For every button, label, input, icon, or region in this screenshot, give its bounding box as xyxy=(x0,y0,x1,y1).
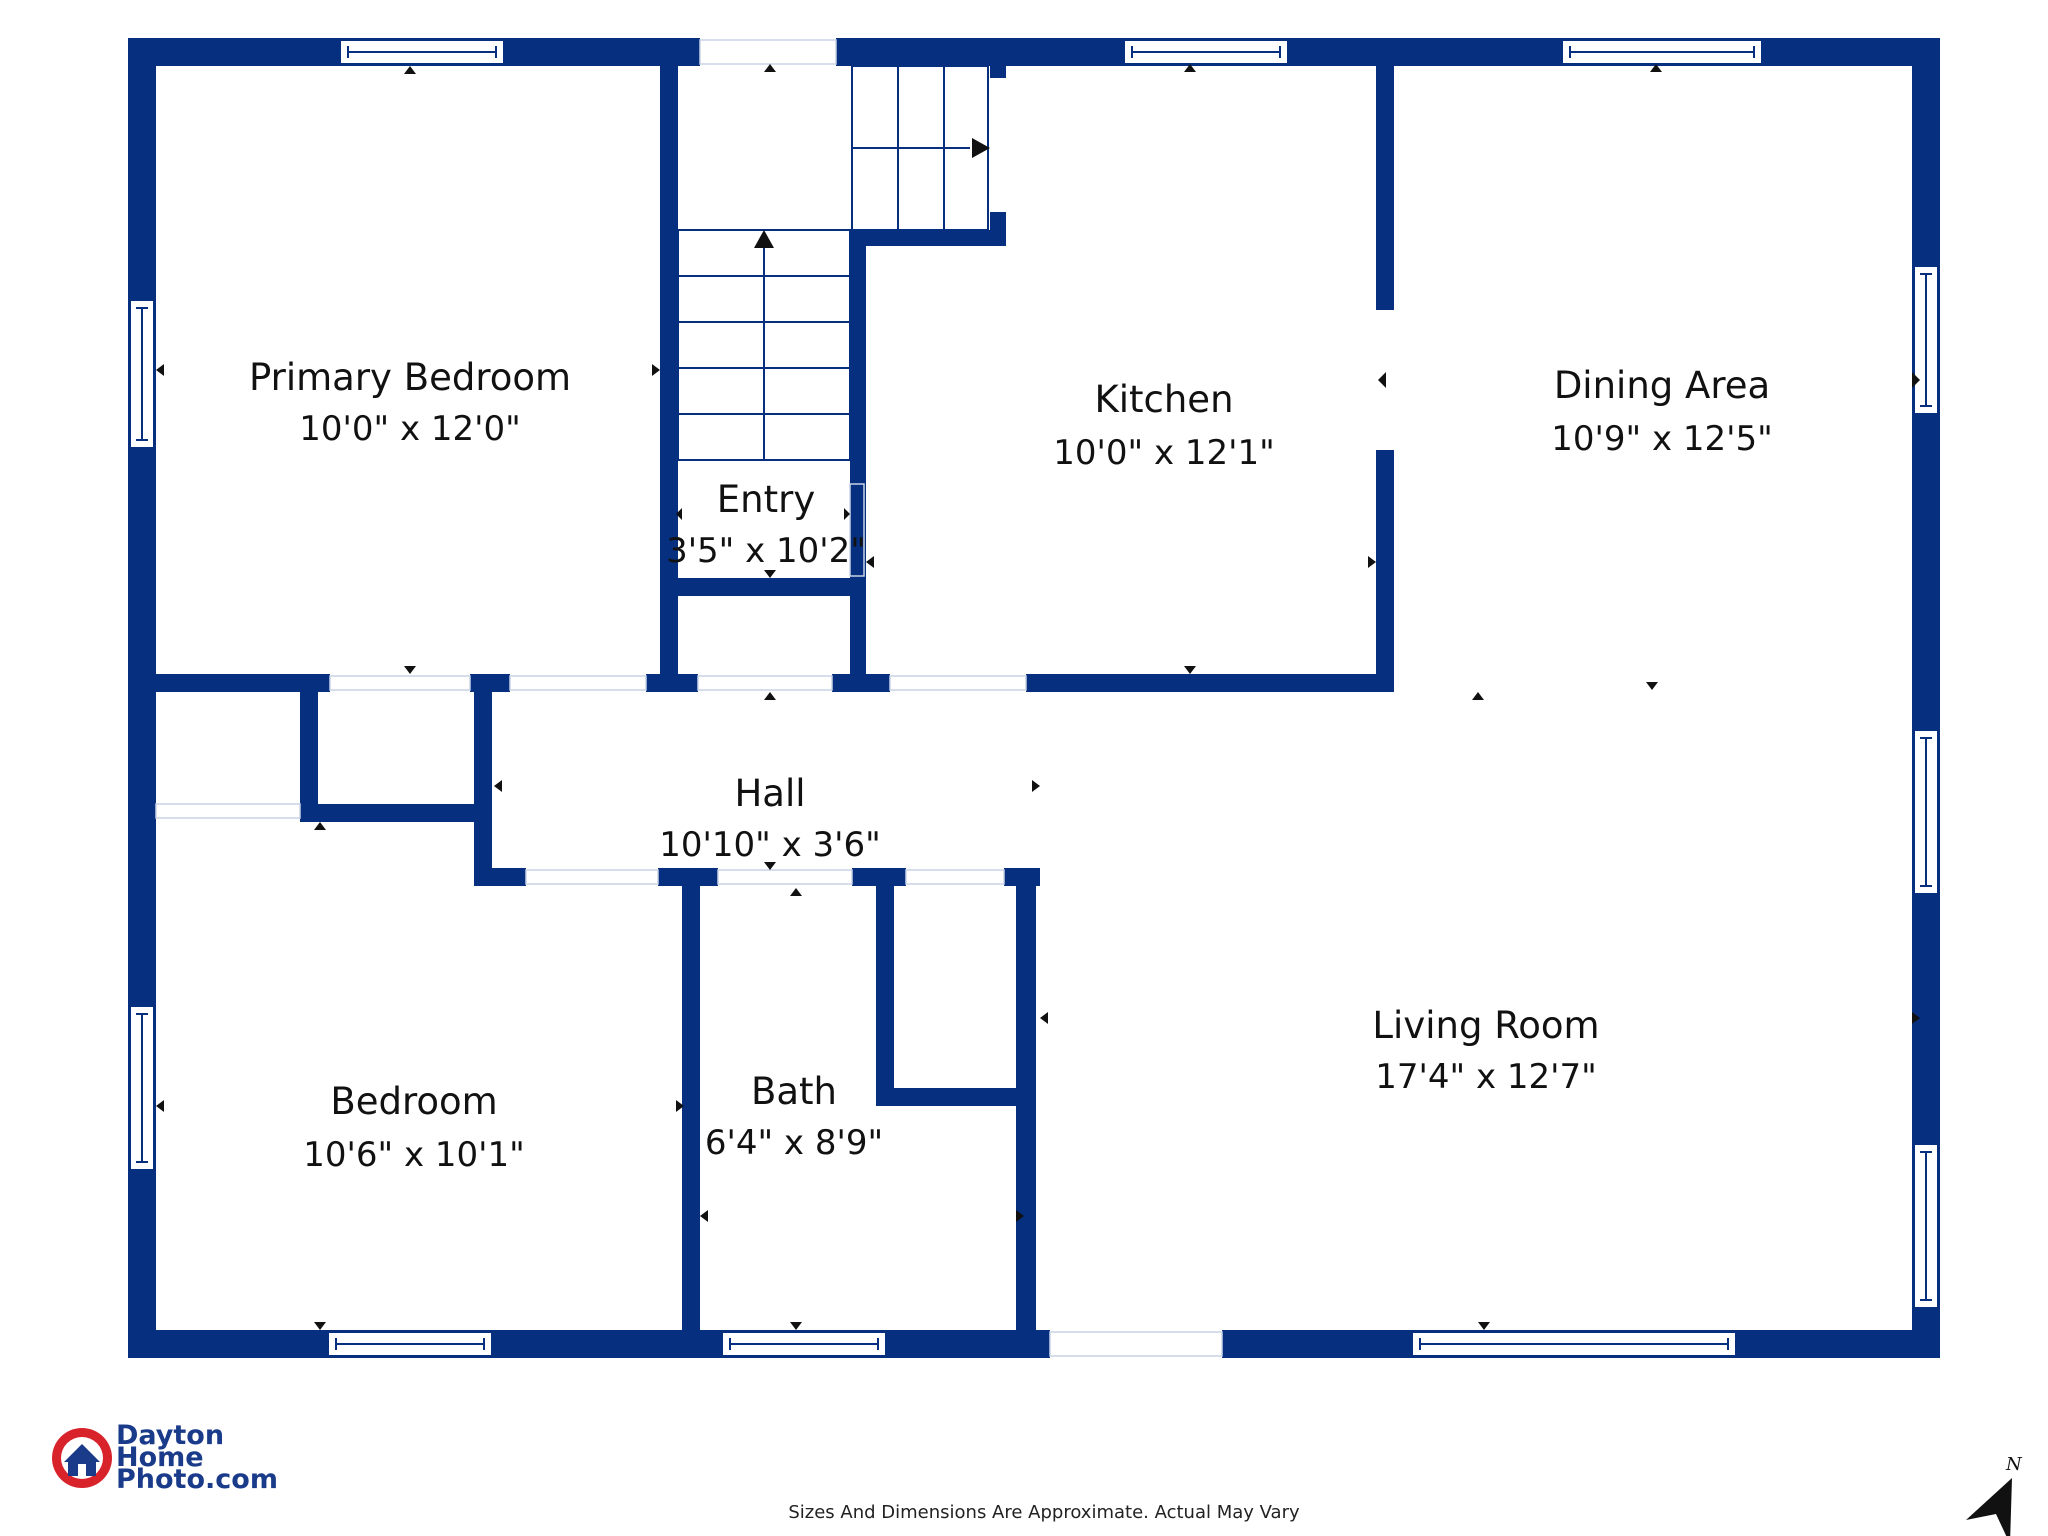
window-bottom-living xyxy=(1411,1331,1737,1357)
stair-arrow-right-icon xyxy=(972,138,990,158)
room-dimensions: 6'4" x 8'9" xyxy=(705,1123,883,1163)
room-label: Bath xyxy=(751,1070,837,1113)
company-logo: Dayton Home Photo.com xyxy=(52,1420,278,1495)
room-living-room: Living Room 17'4" x 12'7" xyxy=(1372,1004,1599,1097)
room-label: Entry xyxy=(717,478,815,521)
room-label: Dining Area xyxy=(1554,364,1770,407)
stairs xyxy=(677,65,990,461)
house-camera-icon xyxy=(52,1428,112,1488)
window-bottom-bedroom xyxy=(327,1331,493,1357)
dimension-ticks xyxy=(156,64,1920,1330)
room-primary-bedroom: Primary Bedroom 10'0" x 12'0" xyxy=(249,356,571,449)
room-dimensions: 3'5" x 10'2" xyxy=(666,531,866,571)
window-right-living-lower xyxy=(1913,1143,1939,1309)
logo-line-3: Photo.com xyxy=(116,1464,278,1495)
door-openings xyxy=(155,39,1223,1357)
room-dimensions: 10'10" x 3'6" xyxy=(659,825,881,865)
north-label: N xyxy=(2005,1454,2023,1475)
window-left-bedroom xyxy=(129,1005,155,1171)
window-top-primary xyxy=(339,39,505,65)
room-entry: Entry 3'5" x 10'2" xyxy=(666,478,866,571)
room-label: Bedroom xyxy=(330,1080,497,1123)
room-hall: Hall 10'10" x 3'6" xyxy=(659,772,881,865)
room-label: Primary Bedroom xyxy=(249,356,571,399)
room-dimensions: 10'6" x 10'1" xyxy=(303,1135,525,1175)
window-top-kitchen xyxy=(1123,39,1289,65)
room-dining-area: Dining Area 10'9" x 12'5" xyxy=(1551,364,1773,459)
room-dimensions: 10'9" x 12'5" xyxy=(1551,419,1773,459)
window-right-living-upper xyxy=(1913,729,1939,895)
room-dimensions: 10'0" x 12'0" xyxy=(299,409,521,449)
north-arrow-icon xyxy=(1966,1478,2012,1536)
stair-arrow-up-icon xyxy=(754,230,774,248)
logo-line-1: Dayton xyxy=(116,1420,224,1451)
room-label: Kitchen xyxy=(1094,378,1233,421)
window-top-dining xyxy=(1561,39,1763,65)
room-bedroom: Bedroom 10'6" x 10'1" xyxy=(303,1080,525,1175)
room-bath: Bath 6'4" x 8'9" xyxy=(705,1070,883,1163)
window-left-primary xyxy=(129,299,155,449)
window-bottom-bath xyxy=(721,1331,887,1357)
room-label: Hall xyxy=(734,772,805,815)
disclaimer-text: Sizes And Dimensions Are Approximate. Ac… xyxy=(788,1502,1300,1523)
room-label: Living Room xyxy=(1372,1004,1599,1047)
north-arrow: N xyxy=(1966,1454,2023,1536)
windows xyxy=(129,39,1939,1357)
window-right-dining xyxy=(1913,265,1939,415)
logo-line-2: Home xyxy=(116,1442,204,1473)
room-dimensions: 10'0" x 12'1" xyxy=(1053,433,1275,473)
room-dimensions: 17'4" x 12'7" xyxy=(1375,1057,1597,1097)
room-kitchen: Kitchen 10'0" x 12'1" xyxy=(1053,378,1275,473)
